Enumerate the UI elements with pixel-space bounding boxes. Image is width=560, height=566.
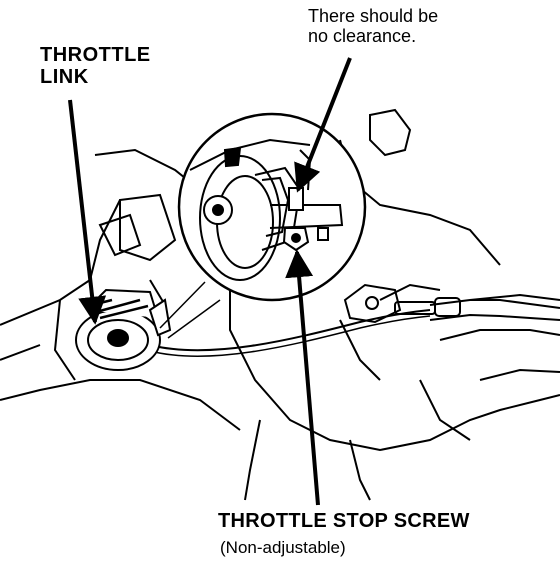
stop-screw (282, 187, 329, 252)
clearance-note-label: There should be no clearance. (308, 6, 439, 47)
stop-screw-arrow (285, 249, 320, 506)
throttle-link-arrow (68, 99, 107, 325)
throttle-link-pulley (75, 288, 172, 371)
cable-bracket (343, 283, 461, 324)
throttle-link-label: THROTTLE LINK (40, 44, 151, 89)
clearance-arrow (294, 57, 352, 193)
magnifier-leader (159, 281, 221, 339)
throttle-stop-screw-label: THROTTLE STOP SCREW (218, 510, 470, 532)
detail-magnifier (177, 112, 367, 302)
non-adjustable-note: (Non-adjustable) (220, 538, 346, 557)
